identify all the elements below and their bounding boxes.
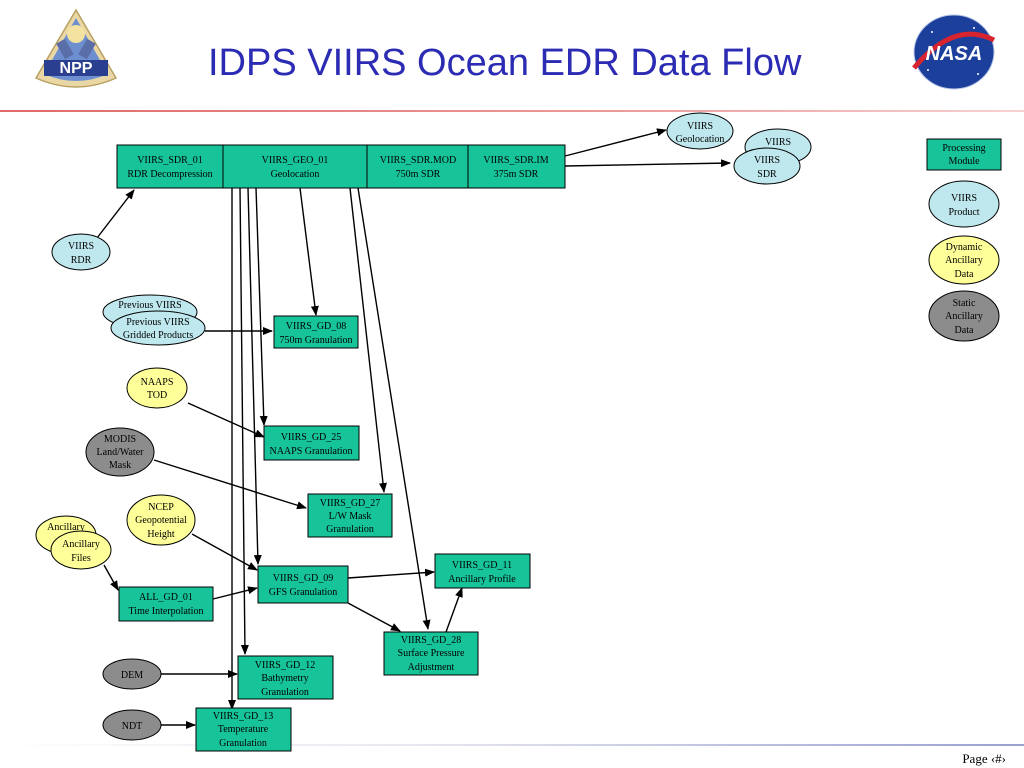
nasa-logo-text: NASA — [926, 43, 983, 65]
arrow-gd09-to-gd11 — [347, 568, 435, 579]
svg-text:VIIRS: VIIRS — [765, 137, 791, 148]
node-ndt: NDT — [102, 709, 162, 741]
arrow-rdr-to-sdr01 — [96, 189, 135, 239]
arrow-ancillary-to-all01 — [103, 564, 119, 591]
arrow-modis-to-gd27 — [153, 459, 307, 510]
arrow-gd09-to-gd28 — [347, 602, 401, 632]
npp-logo: NPP — [34, 8, 118, 88]
arrow-geo-to-gd08 — [299, 187, 319, 316]
arrow-naaps-to-gd25 — [187, 402, 265, 438]
arrow-mod-to-gd27 — [349, 187, 387, 493]
arrow-to-sdr — [564, 159, 731, 168]
footer-divider — [0, 744, 1024, 746]
svg-text:DEM: DEM — [121, 670, 143, 681]
header-divider — [0, 110, 1024, 112]
flow-arrows — [96, 128, 731, 729]
npp-logo-text: NPP — [60, 60, 93, 77]
arrow-to-geolocation — [564, 128, 667, 157]
svg-text:NDT: NDT — [122, 721, 143, 732]
nasa-logo: NASA — [912, 14, 996, 90]
arrow-geo-to-gd25 — [255, 187, 268, 426]
arrow-mod-to-gd28 — [357, 187, 431, 630]
node-dem: DEM — [102, 658, 162, 690]
page-title: IDPS VIIRS Ocean EDR Data Flow — [208, 42, 802, 84]
arrow-ncep-to-gd09 — [191, 533, 258, 571]
arrow-gd28-to-gd11 — [445, 587, 463, 633]
page-number: Page ‹#› — [962, 751, 1006, 766]
arrow-all01-to-gd09 — [212, 586, 258, 600]
arrow-geo-to-gd09 — [247, 187, 262, 565]
arrow-geo-to-gd12 — [239, 187, 249, 655]
